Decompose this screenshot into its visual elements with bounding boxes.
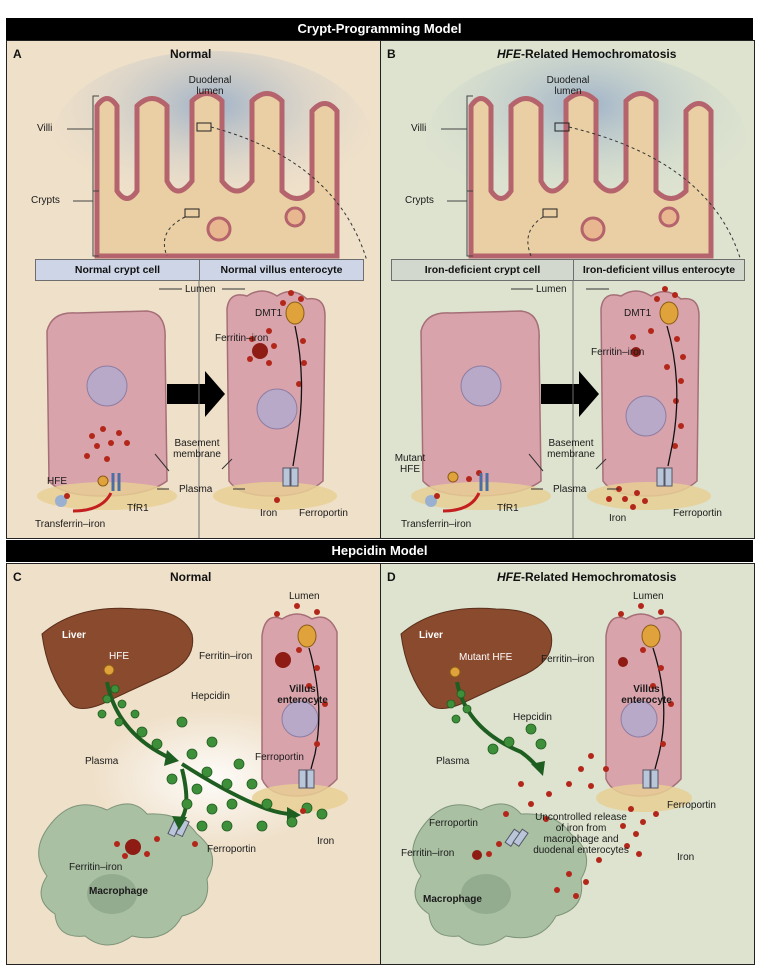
hepcidin-model-banner: Hepcidin Model xyxy=(6,540,753,562)
iron-deficient-villus-enterocyte-header: Iron-deficient villus enterocyte xyxy=(573,259,745,281)
panel-b-hemochromatosis-crypt: B HFE-Related Hemochromatosis Duodenal l… xyxy=(380,40,755,539)
villus-enterocyte-label: Villus enterocyte xyxy=(277,684,328,706)
ferritin-iron-enterocyte-label: Ferritin–iron xyxy=(541,654,595,665)
panel-c-title: Normal xyxy=(170,570,212,584)
hfe-label: HFE xyxy=(47,476,67,487)
ferritin-iron-macrophage-label: Ferritin–iron xyxy=(401,848,455,859)
ferritin-iron-label: Ferritin–iron xyxy=(215,333,269,344)
mutant-hfe-label: Mutant HFE xyxy=(459,652,513,663)
lumen-label: Lumen xyxy=(185,284,216,295)
tfr1-label: TfR1 xyxy=(127,503,149,514)
iron-label: Iron xyxy=(677,852,695,863)
panel-b-title: HFE-Related Hemochromatosis xyxy=(497,47,676,61)
lumen-label: Lumen xyxy=(536,284,567,295)
duodenal-lumen-label: Duodenal lumen xyxy=(546,75,590,97)
ferroportin-macrophage-label: Ferroportin xyxy=(207,844,256,855)
transferrin-iron-label: Transferrin–iron xyxy=(35,519,106,530)
panel-d-illustration xyxy=(400,603,692,946)
crypt-programming-banner: Crypt-Programming Model xyxy=(6,18,753,40)
crypts-label: Crypts xyxy=(405,195,434,206)
basement-membrane-label: Basement membrane xyxy=(173,438,221,460)
iron-label: Iron xyxy=(609,513,627,524)
iron-label: Iron xyxy=(260,508,278,519)
ferroportin-label: Ferroportin xyxy=(673,508,722,519)
macrophage-label: Macrophage xyxy=(423,894,482,905)
dmt1-label: DMT1 xyxy=(255,308,283,319)
dmt1-label: DMT1 xyxy=(624,308,652,319)
lumen-label: Lumen xyxy=(289,591,320,602)
panel-c-normal-hepcidin: C Normal Lumen Liver HFE Ferritin–iron V… xyxy=(6,563,381,965)
hfe-label: HFE xyxy=(109,651,129,662)
panel-b-letter: B xyxy=(387,47,396,61)
plasma-label: Plasma xyxy=(553,484,587,495)
panel-a-title: Normal xyxy=(170,47,212,61)
duodenal-lumen-label: Duodenal lumen xyxy=(188,75,232,97)
ferroportin-enterocyte-label: Ferroportin xyxy=(255,752,304,763)
transferrin-iron-label: Transferrin–iron xyxy=(401,519,472,530)
panel-b-title-rest: -Related Hemochromatosis xyxy=(521,47,677,61)
ferritin-iron-label: Ferritin–iron xyxy=(591,347,645,358)
ferroportin-enterocyte-label: Ferroportin xyxy=(667,800,716,811)
panel-d-title: HFE-Related Hemochromatosis xyxy=(497,570,676,584)
macrophage-label: Macrophage xyxy=(89,886,148,897)
villus-enterocyte-label: Villus enterocyte xyxy=(621,684,672,706)
panel-b-illustration xyxy=(411,51,746,538)
normal-villus-enterocyte-header: Normal villus enterocyte xyxy=(199,259,364,281)
plasma-label: Plasma xyxy=(436,756,470,767)
panel-a-letter: A xyxy=(13,47,22,61)
uncontrolled-release-label: Uncontrolled release of iron from macrop… xyxy=(533,812,629,856)
villi-label: Villi xyxy=(411,123,427,134)
mutant-hfe-label: Mutant HFE xyxy=(394,453,426,475)
liver-label: Liver xyxy=(419,630,443,641)
panel-a-normal-crypt: A Normal Duodenal lumen Villi Crypts Nor… xyxy=(6,40,381,539)
liver-label: Liver xyxy=(62,630,86,641)
plasma-label: Plasma xyxy=(179,484,213,495)
plasma-label: Plasma xyxy=(85,756,119,767)
hepcidin-label: Hepcidin xyxy=(513,712,552,723)
ferritin-iron-macrophage-label: Ferritin–iron xyxy=(69,862,123,873)
basement-membrane-label: Basement membrane xyxy=(547,438,595,460)
villi-label: Villi xyxy=(37,123,53,134)
iron-deficient-crypt-cell-header: Iron-deficient crypt cell xyxy=(391,259,574,281)
ferritin-iron-enterocyte-label: Ferritin–iron xyxy=(199,651,253,662)
panel-c-letter: C xyxy=(13,570,22,584)
crypts-label: Crypts xyxy=(31,195,60,206)
hepcidin-label: Hepcidin xyxy=(191,691,230,702)
panel-d-title-hfe: HFE xyxy=(497,570,521,584)
panel-d-title-rest: -Related Hemochromatosis xyxy=(521,570,677,584)
iron-label: Iron xyxy=(317,836,335,847)
ferroportin-label: Ferroportin xyxy=(299,508,348,519)
panel-d-hemochromatosis-hepcidin: D HFE-Related Hemochromatosis Lumen Live… xyxy=(380,563,755,965)
lumen-label: Lumen xyxy=(633,591,664,602)
panel-d-letter: D xyxy=(387,570,396,584)
ferroportin-macrophage-label: Ferroportin xyxy=(429,818,478,829)
normal-crypt-cell-header: Normal crypt cell xyxy=(35,259,200,281)
panel-a-illustration xyxy=(37,51,372,538)
tfr1-label: TfR1 xyxy=(497,503,519,514)
panel-b-title-hfe: HFE xyxy=(497,47,521,61)
panel-c-illustration xyxy=(38,603,348,946)
